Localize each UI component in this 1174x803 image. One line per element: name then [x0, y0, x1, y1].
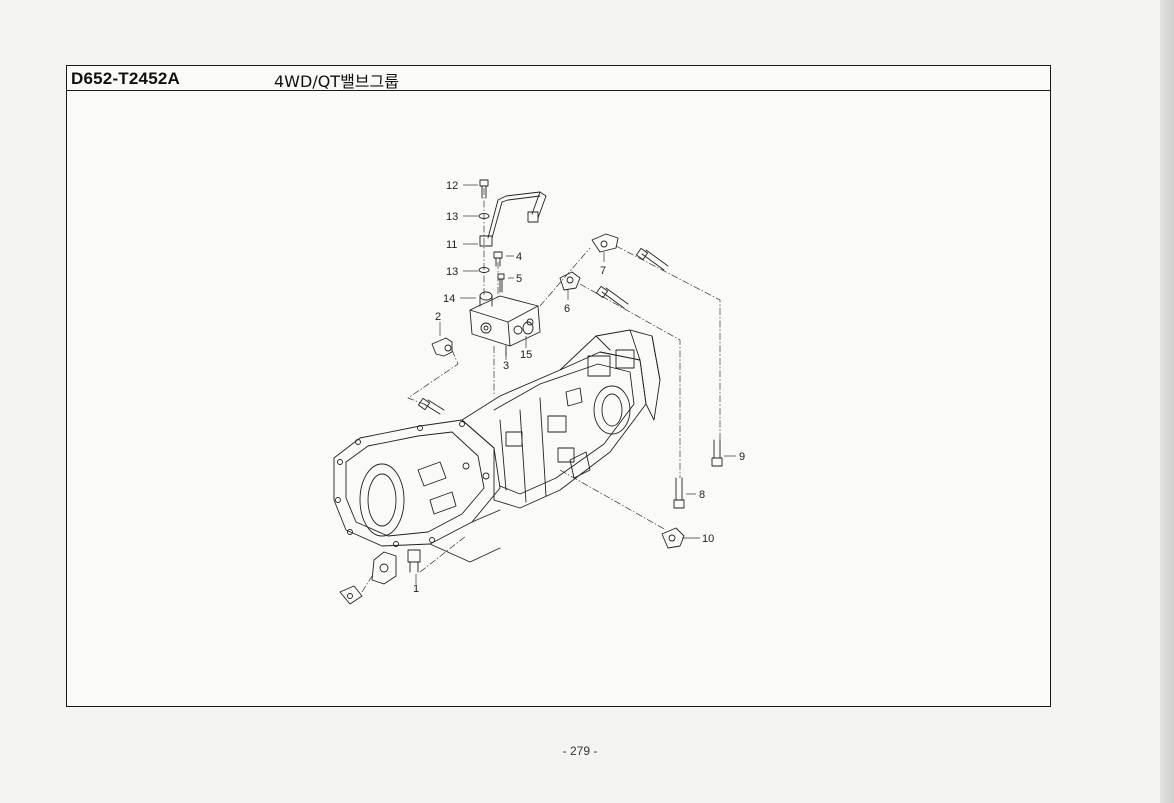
page-number: - 279 - — [562, 744, 598, 758]
callout-9: 9 — [739, 451, 745, 463]
oil-pipe-assembly — [478, 179, 547, 273]
page-edge-shadow — [1160, 0, 1174, 803]
callout-12: 12 — [446, 180, 458, 192]
callout-8: 8 — [699, 489, 705, 501]
callout-10: 10 — [702, 533, 714, 545]
callout-6: 6 — [564, 303, 570, 315]
callout-14: 14 — [443, 293, 455, 305]
callout-leaders — [415, 184, 736, 584]
frame-header: D652-T2452A 4WD/QT밸브그룹 — [67, 66, 1050, 91]
elbow-fittings — [431, 233, 685, 549]
callout-11: 11 — [446, 239, 457, 251]
callout-13a: 13 — [446, 211, 458, 223]
callout-5: 5 — [516, 273, 522, 285]
callout-2: 2 — [435, 311, 441, 323]
assembly-center-lines — [361, 188, 721, 593]
valve-block — [469, 291, 541, 357]
bolts — [339, 247, 723, 605]
parts-frame: D652-T2452A 4WD/QT밸브그룹 — [66, 65, 1051, 707]
callout-4: 4 — [516, 251, 522, 263]
part-group-code: D652-T2452A — [71, 69, 180, 88]
callout-15: 15 — [520, 349, 532, 361]
callout-3: 3 — [503, 360, 509, 372]
callout-13b: 13 — [446, 266, 458, 278]
callout-1: 1 — [413, 583, 419, 595]
part-group-title: 4WD/QT밸브그룹 — [274, 72, 399, 91]
transmission-housing — [333, 329, 661, 563]
callout-labels: 12 13 11 13 4 5 14 7 6 2 3 15 9 8 10 1 — [413, 180, 745, 595]
callout-7: 7 — [600, 265, 606, 277]
plug-and-screw — [493, 251, 505, 293]
